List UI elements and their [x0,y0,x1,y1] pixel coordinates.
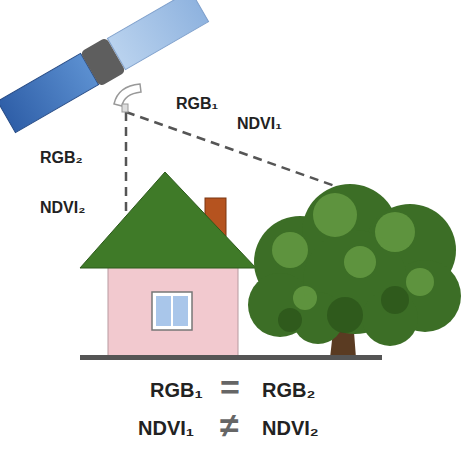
band-label: RGB₁ [176,96,218,112]
window-pane [156,296,171,326]
comparison-text: = [220,370,240,404]
dish-mount [122,104,128,112]
solar-panel [0,53,99,132]
tree [248,184,461,358]
satellite [0,0,209,133]
house [80,172,256,356]
satellite-dish [114,84,141,106]
satellite-body [80,37,126,87]
window-frame [152,292,192,330]
comparison-text: ≠ [220,408,239,442]
window-pane [173,296,188,326]
canopy-highlight [272,193,434,310]
comparison-text: RGB₁ [150,380,203,400]
canopy-shadow [278,286,409,333]
band-label: RGB₂ [40,150,83,166]
house-roof [80,172,256,268]
comparison-text: NDVI₂ [262,418,319,438]
comparison-text: NDVI₁ [138,418,194,438]
band-label: NDVI₁ [237,116,282,132]
ground-line [80,355,382,360]
tree-canopy [248,184,461,346]
comparison-text: RGB₂ [262,380,315,400]
house-wall [108,262,238,356]
solar-panel [107,0,208,70]
band-label: NDVI₂ [40,200,85,216]
sight-line [125,112,128,218]
